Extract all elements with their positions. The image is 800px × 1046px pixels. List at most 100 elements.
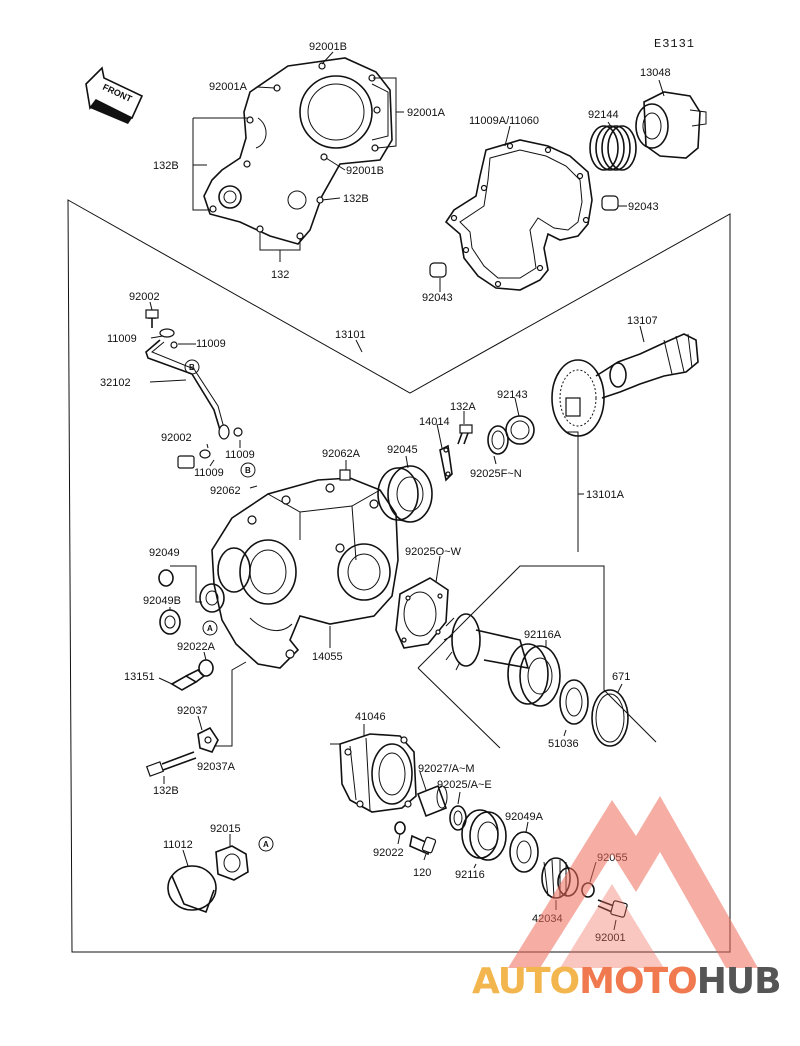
label-92025OW: 92025O~W xyxy=(405,546,462,558)
drain-bolt-icon xyxy=(170,669,206,691)
label-11009-a: 11009 xyxy=(107,333,137,345)
leader-92143 xyxy=(514,397,520,417)
dowel-pin-icon xyxy=(429,195,619,278)
svg-text:A: A xyxy=(207,624,213,633)
clamp-icon xyxy=(197,726,219,753)
label-11009A: 11009A/11060 xyxy=(469,115,539,127)
leader-92001 xyxy=(613,919,617,931)
label-92001: 92001 xyxy=(595,932,626,944)
label-120: 120 xyxy=(413,867,431,879)
label-92116A: 92116A xyxy=(524,629,562,641)
leader-11012 xyxy=(182,849,189,867)
leader-92049 xyxy=(170,565,202,603)
label-92049A: 92049A xyxy=(505,811,544,823)
label-92116: 92116 xyxy=(455,869,485,881)
label-11009-b: 11009 xyxy=(196,338,226,350)
watermark-text: AUTOMOTOHUB xyxy=(472,958,798,1006)
label-92001A-right: 92001A xyxy=(407,107,446,119)
watermark-moto: MOTO xyxy=(579,961,698,1002)
label-13101A: 13101A xyxy=(586,489,625,501)
label-92002-top: 92002 xyxy=(129,291,160,303)
front-arrow-icon: FRONT xyxy=(85,66,144,124)
ref-marker-b2: B xyxy=(240,462,256,478)
label-92022: 92022 xyxy=(373,847,404,859)
label-92037A: 92037A xyxy=(197,761,236,773)
final-seal-icon xyxy=(509,831,539,873)
diagram-code: E3131 xyxy=(654,37,695,51)
pipe-leaders xyxy=(149,301,258,489)
pinion-group-frame-lower xyxy=(417,667,501,749)
cover-icon xyxy=(203,57,393,245)
leader-92022A xyxy=(203,651,207,661)
ref-marker-a1: A xyxy=(202,620,218,636)
watermark-auto: AUTO xyxy=(472,961,580,1002)
gasket-icon xyxy=(444,139,593,291)
label-13151: 13151 xyxy=(124,671,155,683)
leader-51036 xyxy=(563,729,567,737)
bolt-icon xyxy=(457,424,473,445)
final-gear-case-icon xyxy=(339,733,417,813)
leader-92037 xyxy=(197,715,203,731)
label-13048: 13048 xyxy=(640,67,671,79)
label-51036: 51036 xyxy=(548,738,579,750)
bracket-icon xyxy=(439,444,453,482)
leader-13151 xyxy=(158,677,173,685)
leader-92037A xyxy=(214,661,247,747)
pinion-gear-icon xyxy=(443,613,561,707)
leader-92045 xyxy=(405,455,409,469)
label-92062A: 92062A xyxy=(322,448,361,460)
leader-92025AE xyxy=(457,791,461,805)
label-92143: 92143 xyxy=(497,389,528,401)
cap-icon xyxy=(167,865,217,914)
label-132B-right: 132B xyxy=(343,193,369,205)
label-92001A-left: 92001A xyxy=(209,81,248,93)
leader-92027 xyxy=(419,771,427,791)
label-132A: 132A xyxy=(450,401,476,413)
leader-92116 xyxy=(473,863,477,869)
label-92001B-top: 92001B xyxy=(309,41,347,53)
long-bolt-icon xyxy=(145,751,197,777)
final-bolt-icon xyxy=(597,899,628,918)
label-92002-mid: 92002 xyxy=(161,432,192,444)
label-14014: 14014 xyxy=(419,416,450,428)
leader-92025FN xyxy=(493,455,497,465)
label-671: 671 xyxy=(612,671,630,683)
bearing-icon xyxy=(377,465,433,523)
label-11009-c: 11009 xyxy=(225,449,255,461)
assembly-frame xyxy=(67,199,731,953)
label-92001B-low: 92001B xyxy=(346,165,384,177)
label-92022A: 92022A xyxy=(177,641,216,653)
nut-icon xyxy=(215,845,249,881)
label-132B-low: 132B xyxy=(153,785,179,797)
label-11009-d: 11009 xyxy=(194,467,224,479)
watermark-hub: HUB xyxy=(696,961,782,1002)
final-bearing-icon xyxy=(461,809,507,861)
oil-pipe-icon xyxy=(145,309,243,469)
leader-120 xyxy=(423,853,427,861)
o-ring-icon xyxy=(591,689,629,747)
coupling-icon xyxy=(635,91,707,159)
shim-ring-icon xyxy=(559,679,589,725)
leader-92025OW xyxy=(435,555,441,583)
svg-text:B: B xyxy=(245,466,251,475)
ring-gear-icon xyxy=(551,333,699,437)
label-132: 132 xyxy=(271,269,289,281)
label-11012: 11012 xyxy=(163,839,193,851)
label-92144: 92144 xyxy=(588,109,619,121)
leader-14014 xyxy=(436,423,443,449)
plug-icon xyxy=(339,469,351,481)
leader-92144 xyxy=(607,121,613,129)
label-92025AE: 92025/A~E xyxy=(437,779,492,791)
label-92045: 92045 xyxy=(387,444,418,456)
label-13107: 13107 xyxy=(627,315,658,327)
label-13101: 13101 xyxy=(335,329,366,341)
label-132B-left: 132B xyxy=(153,160,179,172)
label-92062: 92062 xyxy=(210,485,241,497)
label-92037: 92037 xyxy=(177,705,208,717)
label-41046: 41046 xyxy=(355,711,386,723)
bushing-icon xyxy=(416,784,448,818)
label-32102: 32102 xyxy=(100,377,131,389)
label-92043-right: 92043 xyxy=(628,201,659,213)
leader-13048 xyxy=(658,79,665,97)
pinion-group-frame xyxy=(417,565,657,743)
